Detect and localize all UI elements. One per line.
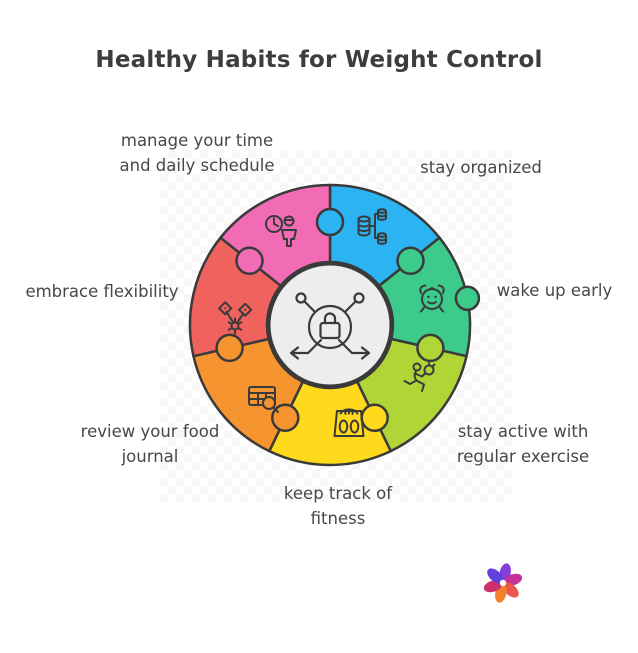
puzzle-tab bbox=[271, 403, 300, 433]
label-weight-tracking: keep track of fitness bbox=[283, 484, 393, 528]
puzzle-wheel-diagram bbox=[188, 183, 481, 467]
page-title: Healthy Habits for Weight Control bbox=[95, 47, 543, 73]
alarm-clock-icon bbox=[419, 284, 445, 313]
table-search-icon bbox=[248, 386, 279, 413]
puzzle-tab bbox=[416, 333, 445, 363]
puzzle-tab bbox=[396, 246, 425, 276]
weight-scale-icon bbox=[333, 408, 365, 437]
runner-stopwatch-icon bbox=[403, 362, 436, 392]
center-emblem bbox=[267, 262, 393, 388]
puzzle-tab-outer bbox=[454, 285, 481, 312]
label-exercise: stay active with regular exercise bbox=[456, 422, 590, 466]
center-circle bbox=[267, 262, 393, 388]
label-flexibility: embrace flexibility bbox=[25, 282, 179, 301]
label-organization: stay organized bbox=[420, 158, 542, 177]
branch-arrows-icon bbox=[218, 301, 253, 335]
puzzle-tab bbox=[315, 207, 345, 237]
person-clock-icon bbox=[265, 215, 297, 247]
data-hierarchy-icon bbox=[357, 208, 387, 245]
logo-center bbox=[499, 579, 507, 587]
puzzle-tab bbox=[215, 333, 244, 363]
label-wake-early: wake up early bbox=[496, 281, 613, 300]
lock-network-icon bbox=[289, 292, 371, 360]
puzzle-tab bbox=[235, 246, 264, 276]
logo-petal bbox=[487, 568, 504, 584]
brand-logo[interactable] bbox=[481, 561, 525, 605]
logo-petal bbox=[502, 582, 519, 598]
puzzle-tab bbox=[360, 403, 389, 433]
segment-time-management[interactable] bbox=[219, 183, 332, 287]
label-food-review: review your food journal bbox=[80, 422, 220, 466]
label-time-management: manage your time and daily schedule bbox=[119, 131, 275, 175]
